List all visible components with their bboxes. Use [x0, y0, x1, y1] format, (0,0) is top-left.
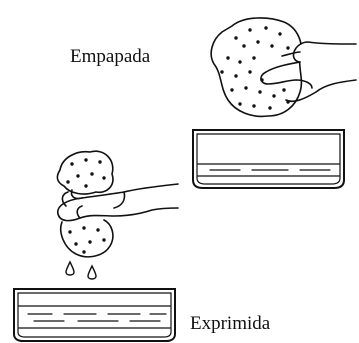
soaked-label: Empapada: [70, 46, 150, 68]
top-dish-icon: [193, 130, 344, 188]
drop-left: [66, 262, 74, 275]
squeezed-sponge-bottom: [61, 220, 113, 257]
squeezed-sponge-top: [57, 151, 113, 194]
soaked-sponge-hand-icon: [211, 18, 356, 116]
squeezed-sponge-hand-icon: [57, 151, 178, 257]
squeezed-label: Exprimida: [190, 313, 270, 335]
drop-right: [88, 266, 96, 279]
water-drops-icon: [66, 262, 96, 279]
bottom-dish-icon: [14, 289, 175, 341]
hand-top: [293, 42, 356, 62]
